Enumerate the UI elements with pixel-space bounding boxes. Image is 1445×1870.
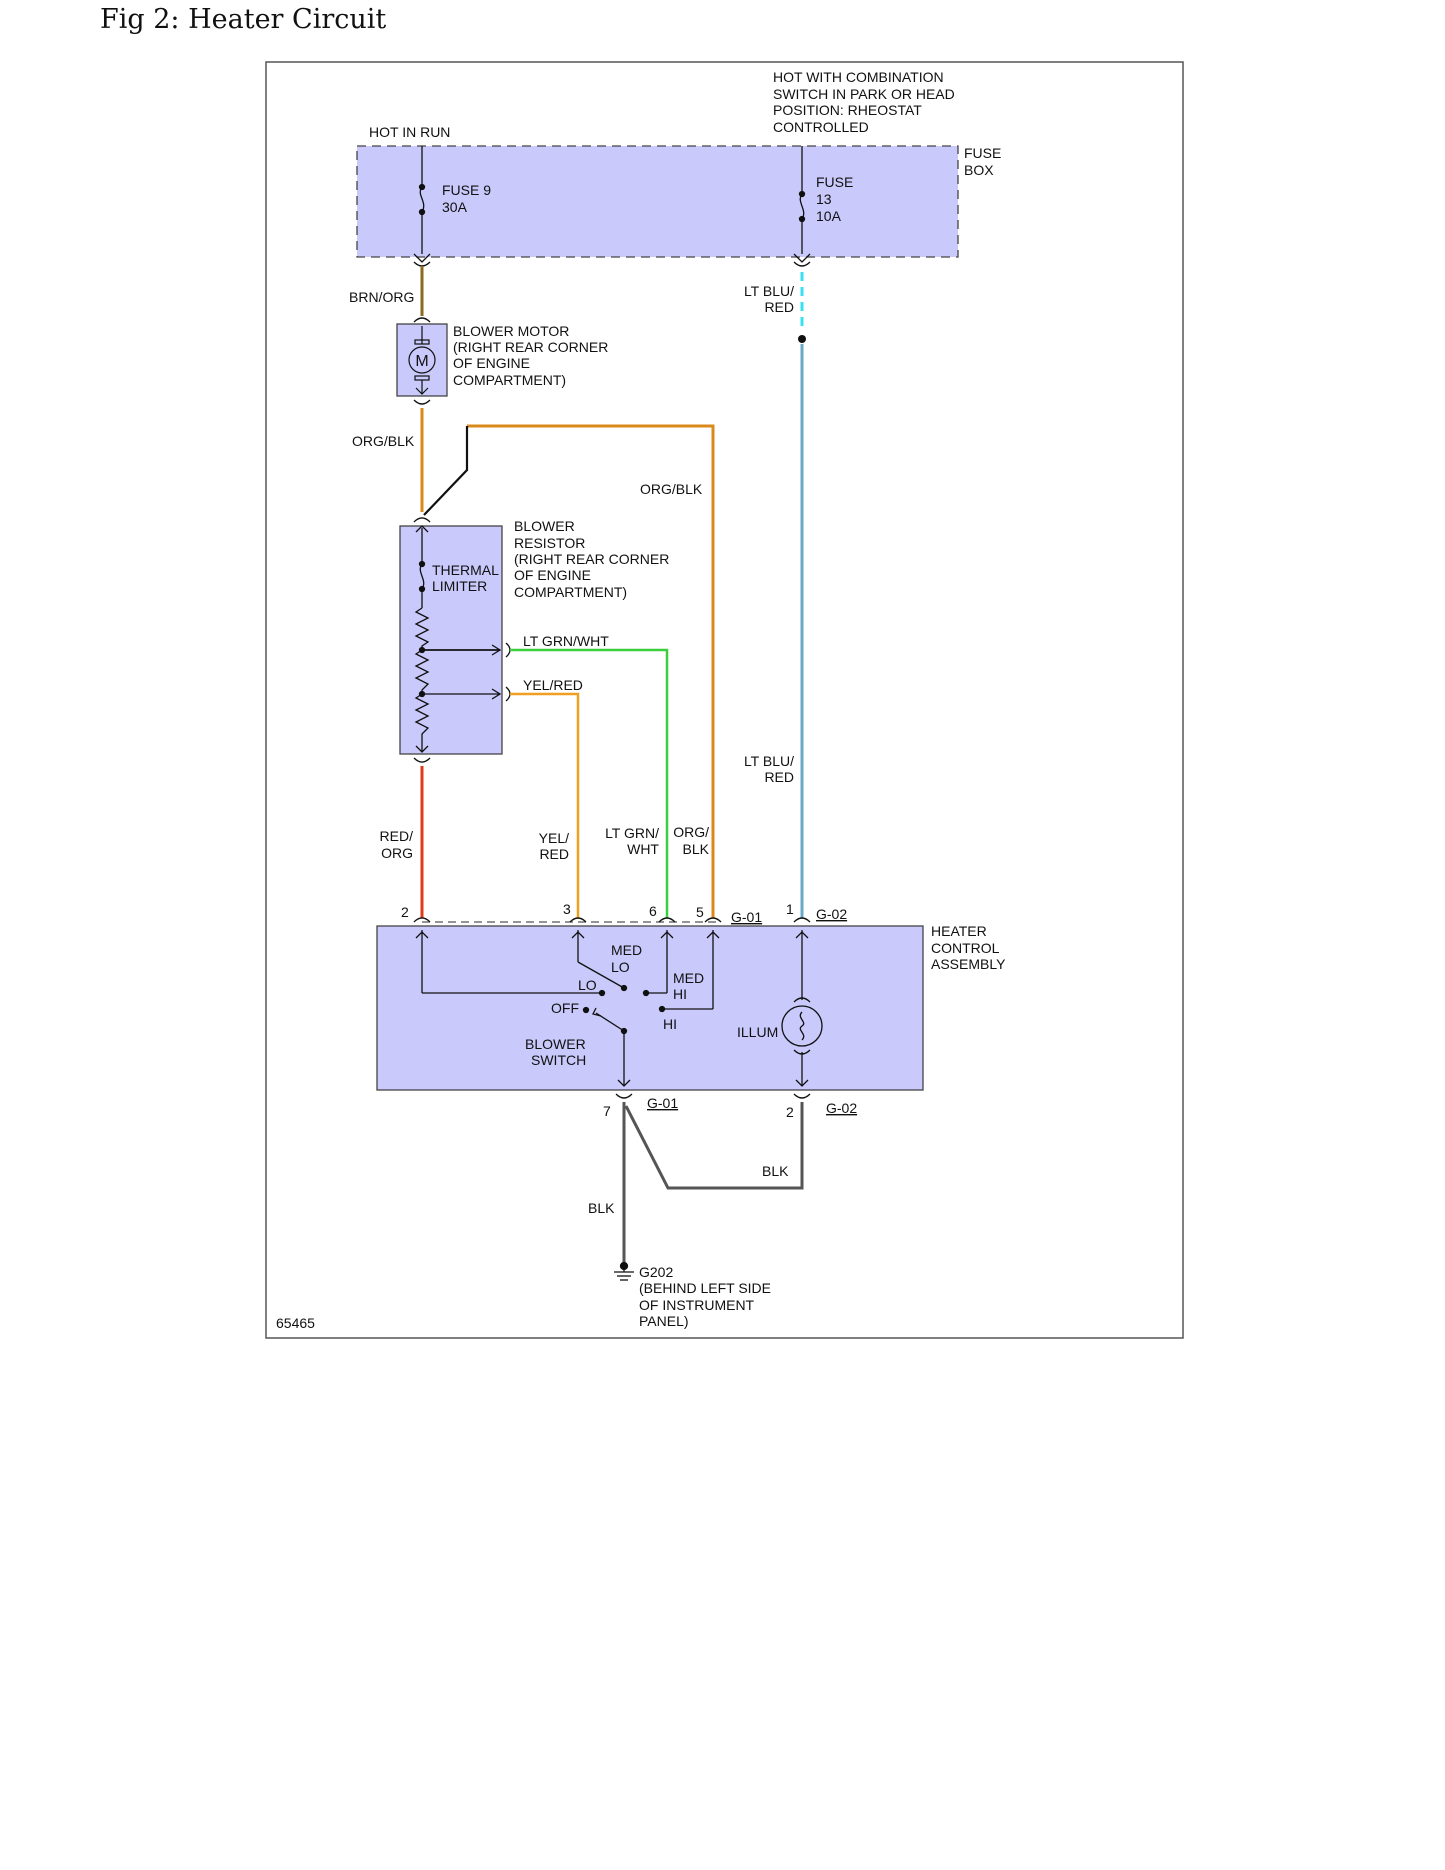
- wire-label-lt-blu-red-top-1: LT BLU/: [744, 283, 794, 299]
- blower-resistor-label-2: RESISTOR: [514, 535, 585, 551]
- fuse9-label-1: FUSE 9: [442, 182, 491, 198]
- g02-top-label: G-02: [816, 906, 847, 922]
- wire-yel-red: [510, 692, 580, 918]
- switch-med-lo-label-1: MED: [611, 942, 642, 958]
- switch-med-hi-label-1: MED: [673, 970, 704, 986]
- illum-label: ILLUM: [737, 1024, 778, 1040]
- blower-switch-symbol: [415, 930, 823, 1087]
- resistor-top-connector: [413, 517, 431, 523]
- fuse13-label-3: 10A: [816, 208, 842, 224]
- blower-resistor-label-3: (RIGHT REAR CORNER: [514, 551, 669, 567]
- lt-blu-red-splice: [798, 335, 806, 343]
- wire-label-lt-blu-red-mid-2: RED: [764, 769, 794, 785]
- hot-combination-label-1: HOT WITH COMBINATION: [773, 69, 944, 85]
- wire-label-yel-red-h: YEL/RED: [523, 677, 583, 693]
- wire-label-lt-grn-wht-2: WHT: [627, 841, 659, 857]
- wire-label-org-blk-left: ORG/BLK: [352, 433, 415, 449]
- switch-off-label: OFF: [551, 1000, 579, 1016]
- pin-2-bottom-label: 2: [786, 1104, 794, 1120]
- ground-label-1: G202: [639, 1264, 673, 1280]
- wire-label-lt-grn-wht-1: LT GRN/: [605, 825, 659, 841]
- blower-motor-bottom-connector: [413, 399, 431, 405]
- motor-symbol-text: M: [415, 353, 428, 370]
- g02-bottom-label: G-02: [826, 1100, 857, 1116]
- wire-org-blk-to-switch: [467, 424, 715, 918]
- fuse-box-label-2: BOX: [964, 162, 994, 178]
- diagram-frame: [265, 61, 1184, 1339]
- blower-switch-label-1: BLOWER: [525, 1036, 586, 1052]
- page-title: Fig 2: Heater Circuit: [100, 4, 387, 35]
- pin-7-label: 7: [603, 1103, 611, 1119]
- blower-motor-label-4: COMPARTMENT): [453, 372, 566, 388]
- hot-combination-label-2: SWITCH IN PARK OR HEAD: [773, 86, 955, 102]
- heater-control-label-3: ASSEMBLY: [931, 956, 1006, 972]
- wire-label-yel-red-2: RED: [539, 846, 569, 862]
- wire-label-lt-grn-wht-h: LT GRN/WHT: [523, 633, 609, 649]
- g01-bottom-label: G-01: [647, 1095, 678, 1111]
- wire-label-yel-red-1: YEL/: [539, 830, 569, 846]
- blower-resistor-label-1: BLOWER: [514, 518, 575, 534]
- fuse-9-symbol: [413, 146, 431, 267]
- hot-in-run-label: HOT IN RUN: [369, 124, 450, 140]
- blower-resistor-label-5: COMPARTMENT): [514, 584, 627, 600]
- wire-blk-splice: [423, 426, 469, 516]
- pin-5-label: 5: [696, 904, 704, 920]
- ground-label-4: PANEL): [639, 1313, 689, 1329]
- fuse-13-symbol: [793, 146, 811, 267]
- switch-lo-label: LO: [578, 977, 597, 993]
- wire-label-blk-left: BLK: [588, 1200, 615, 1216]
- wire-label-org-blk-1: ORG/: [673, 824, 709, 840]
- top-connector-pins: [413, 917, 811, 923]
- wire-label-red-org-2: ORG: [381, 845, 413, 861]
- fuse13-label-1: FUSE: [816, 174, 853, 190]
- wire-blk-illum-ground: [624, 1102, 804, 1190]
- resistor-bottom-connector: [413, 757, 431, 763]
- pin-2-label: 2: [401, 904, 409, 920]
- blower-switch-label-2: SWITCH: [531, 1052, 586, 1068]
- wire-label-lt-blu-red-mid-1: LT BLU/: [744, 753, 794, 769]
- fuse9-label-2: 30A: [442, 199, 468, 215]
- ground-label-2: (BEHIND LEFT SIDE: [639, 1280, 771, 1296]
- pin-1-label: 1: [786, 901, 794, 917]
- wire-label-lt-blu-red-top-2: RED: [764, 299, 794, 315]
- fuse13-label-2: 13: [816, 191, 832, 207]
- hot-combination-label-3: POSITION: RHEOSTAT: [773, 102, 922, 118]
- fuse-box: [356, 145, 959, 258]
- heater-control-label-1: HEATER: [931, 923, 987, 939]
- ground-icon: [614, 1261, 634, 1281]
- thermal-limiter-label-1: THERMAL: [432, 562, 499, 578]
- switch-med-lo-label-2: LO: [611, 959, 630, 975]
- wire-label-org-blk-right: ORG/BLK: [640, 481, 703, 497]
- ground-label-3: OF INSTRUMENT: [639, 1297, 755, 1313]
- wire-label-blk-right: BLK: [762, 1163, 789, 1179]
- heater-control-assembly: [376, 925, 924, 1091]
- wire-label-red-org-1: RED/: [380, 828, 414, 844]
- switch-hi-label: HI: [663, 1016, 677, 1032]
- figure-number: 65465: [276, 1315, 315, 1331]
- switch-med-hi-label-2: HI: [673, 986, 687, 1002]
- pin-3-label: 3: [563, 901, 571, 917]
- blower-motor-label-2: (RIGHT REAR CORNER: [453, 339, 608, 355]
- bottom-connector-pins: [615, 1093, 811, 1099]
- heater-control-label-2: CONTROL: [931, 940, 1000, 956]
- wire-lt-grn-wht: [510, 648, 669, 918]
- blower-motor-label-3: OF ENGINE: [453, 355, 530, 371]
- wire-label-org-blk-2: BLK: [683, 841, 710, 857]
- blower-resistor-label-4: OF ENGINE: [514, 567, 591, 583]
- blower-motor-symbol: [408, 326, 436, 395]
- fuse-box-label-1: FUSE: [964, 145, 1001, 161]
- thermal-limiter-label-2: LIMITER: [432, 578, 487, 594]
- wire-label-brn-org: BRN/ORG: [349, 289, 414, 305]
- hot-combination-label-4: CONTROLLED: [773, 119, 869, 135]
- blower-motor-label-1: BLOWER MOTOR: [453, 323, 569, 339]
- pin-6-label: 6: [649, 903, 657, 919]
- g01-top-label: G-01: [731, 909, 762, 925]
- blower-motor-top-connector: [413, 317, 431, 323]
- blower-resistor: [399, 525, 503, 755]
